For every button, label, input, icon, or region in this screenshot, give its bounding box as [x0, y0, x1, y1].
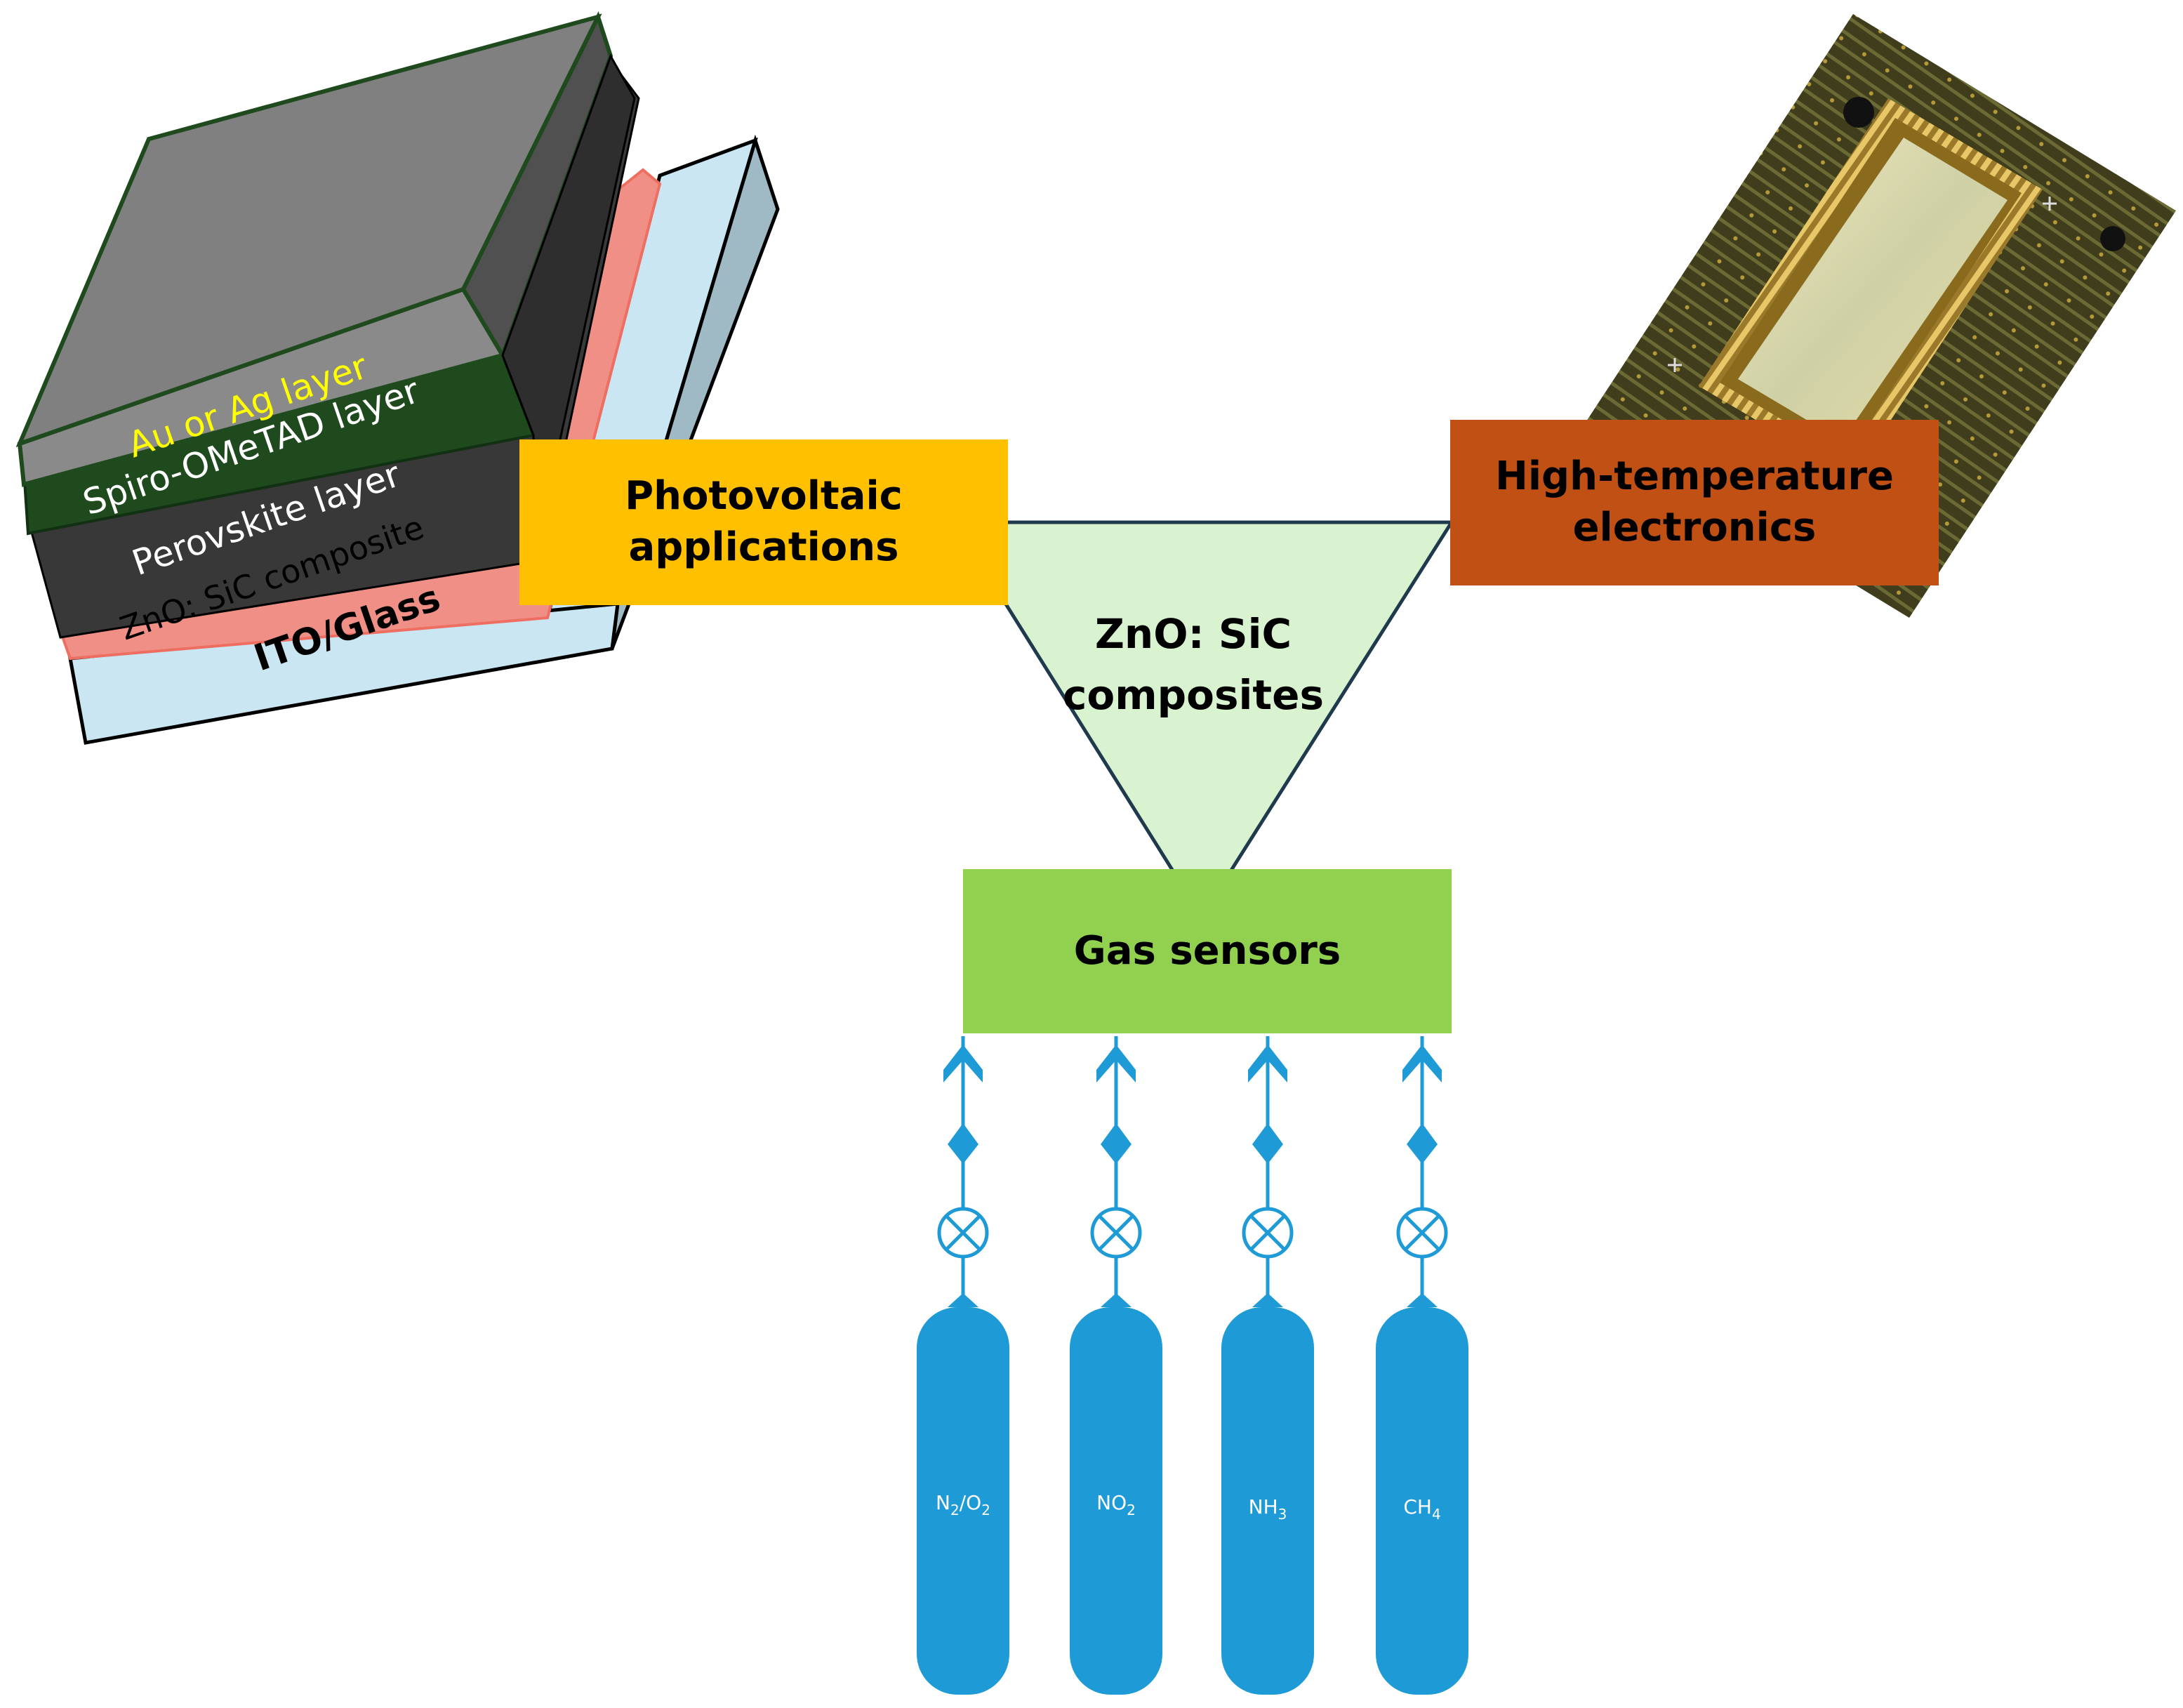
- center-triangle: [951, 520, 1455, 920]
- gas-line-4: [1396, 1036, 1448, 1307]
- high-temperature-electronics-box: High-temperature electronics: [1450, 420, 1939, 585]
- metal-layer-top: [15, 13, 602, 448]
- gas-cylinder-no2: [1070, 1307, 1162, 1695]
- photovoltaic-line2: applications: [628, 524, 899, 570]
- gas-sensors-label: Gas sensors: [1073, 927, 1341, 974]
- center-label-line1: ZnO: SiC: [1094, 610, 1292, 658]
- gas-line-1: [937, 1036, 989, 1307]
- center-label-line2: composites: [1062, 671, 1324, 719]
- gas-label-n2-o2: N2/O2: [936, 1491, 990, 1518]
- gas-cylinders: N2/O2 NO2 NH3 CH4: [917, 1307, 1468, 1695]
- gas-cylinder-ch4: [1376, 1307, 1468, 1695]
- gas-label-nh3: NH3: [1249, 1495, 1287, 1523]
- photovoltaic-applications-box: Photovoltaic applications: [519, 439, 1008, 605]
- gas-line-2: [1090, 1036, 1142, 1307]
- gas-line-3: [1242, 1036, 1294, 1307]
- high-temperature-line1: High-temperature: [1494, 454, 1895, 500]
- center-label: ZnO: SiC composites: [1011, 604, 1376, 726]
- gas-cylinder-n2-o2: [917, 1307, 1009, 1695]
- device-stack-illustration: Au or Ag layer Spiro-OMeTAD layer Perovs…: [15, 11, 780, 745]
- gas-supply-lines: [937, 1036, 1448, 1307]
- gas-cylinder-nh3: [1221, 1307, 1314, 1695]
- gas-label-no2: NO2: [1096, 1491, 1136, 1518]
- photovoltaic-line1: Photovoltaic: [625, 473, 903, 519]
- gas-label-ch4: CH4: [1403, 1495, 1440, 1523]
- high-temperature-line2: electronics: [1572, 505, 1817, 550]
- gas-sensors-box: Gas sensors: [963, 869, 1452, 1033]
